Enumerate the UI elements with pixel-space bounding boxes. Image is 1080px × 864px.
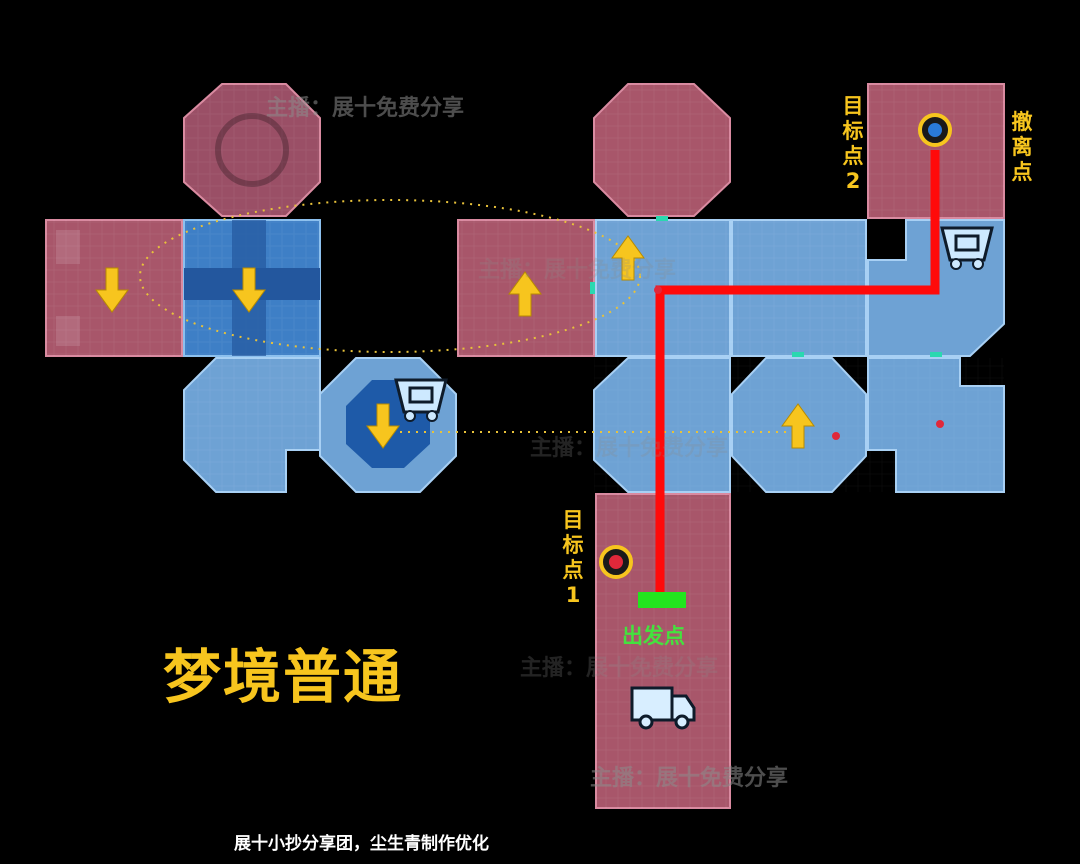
watermark: 主播：展十免费分享: [530, 436, 729, 461]
map-title: 梦境普通: [163, 643, 404, 711]
label-target-2: 目标点2: [842, 94, 864, 193]
watermark: 主播：展十免费分享: [266, 96, 465, 121]
teleport-path-upper: [139, 199, 641, 353]
watermark: 主播：展十免费分享: [590, 766, 789, 791]
label-target-1: 目标点1: [562, 508, 584, 607]
mine-cart-icon: [394, 378, 448, 422]
watermark: 主播：展十免费分享: [520, 656, 719, 681]
credit-text: 展十小抄分享团，尘生青制作优化: [234, 834, 489, 854]
label-extract: 撤离点: [1011, 110, 1033, 184]
target-marker-icon: [918, 113, 952, 147]
start-marker: [638, 592, 686, 608]
watermark: 主播：展十免费分享: [478, 258, 677, 283]
target-marker-icon: [599, 545, 633, 579]
truck-icon: [630, 686, 696, 730]
mine-cart-icon: [940, 226, 994, 270]
route-line: [655, 150, 940, 596]
label-start: 出发点: [622, 624, 685, 648]
